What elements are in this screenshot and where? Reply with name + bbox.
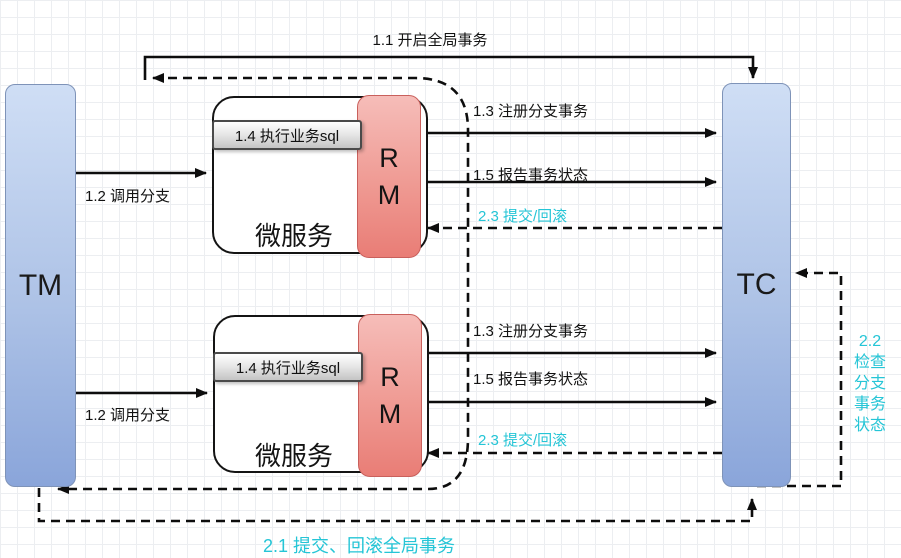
tm-node: TM: [5, 84, 76, 487]
label-global-commit-rollback: 2.1 提交、回滚全局事务: [263, 536, 456, 556]
service2-label: 微服务: [255, 441, 334, 471]
service1-task-tab: 1.4 执行业务sql: [212, 120, 362, 150]
tc-node: TC: [722, 83, 791, 487]
label-report-status-2: 1.5 报告事务状态: [473, 371, 589, 388]
service2-rm-node: RM: [358, 314, 422, 477]
edge-global-commit-rollback: [37, 488, 757, 523]
label-check-branch-status: 2.2 检查 分支 事务 状态: [853, 333, 886, 434]
tm-label: TM: [18, 268, 63, 302]
label-begin-global: 1.1 开启全局事务: [372, 32, 488, 49]
service1-rm-label: RM: [377, 143, 401, 210]
service1-label: 微服务: [255, 221, 334, 251]
label-commit-rollback-2: 2.3 提交/回滚: [478, 432, 568, 449]
label-commit-rollback-1: 2.3 提交/回滚: [478, 208, 568, 225]
label-register-branch-1: 1.3 注册分支事务: [473, 103, 589, 120]
service1-rm-node: RM: [357, 95, 421, 258]
label-call-branch-1: 1.2 调用分支: [85, 188, 171, 205]
edge-begin-global: [143, 55, 758, 80]
service2-rm-label: RM: [378, 362, 402, 429]
label-call-branch-2: 1.2 调用分支: [85, 407, 171, 424]
tc-label: TC: [736, 268, 777, 301]
label-report-status-1: 1.5 报告事务状态: [473, 167, 589, 184]
service2-task-tab: 1.4 执行业务sql: [213, 352, 363, 382]
label-register-branch-2: 1.3 注册分支事务: [473, 323, 589, 340]
